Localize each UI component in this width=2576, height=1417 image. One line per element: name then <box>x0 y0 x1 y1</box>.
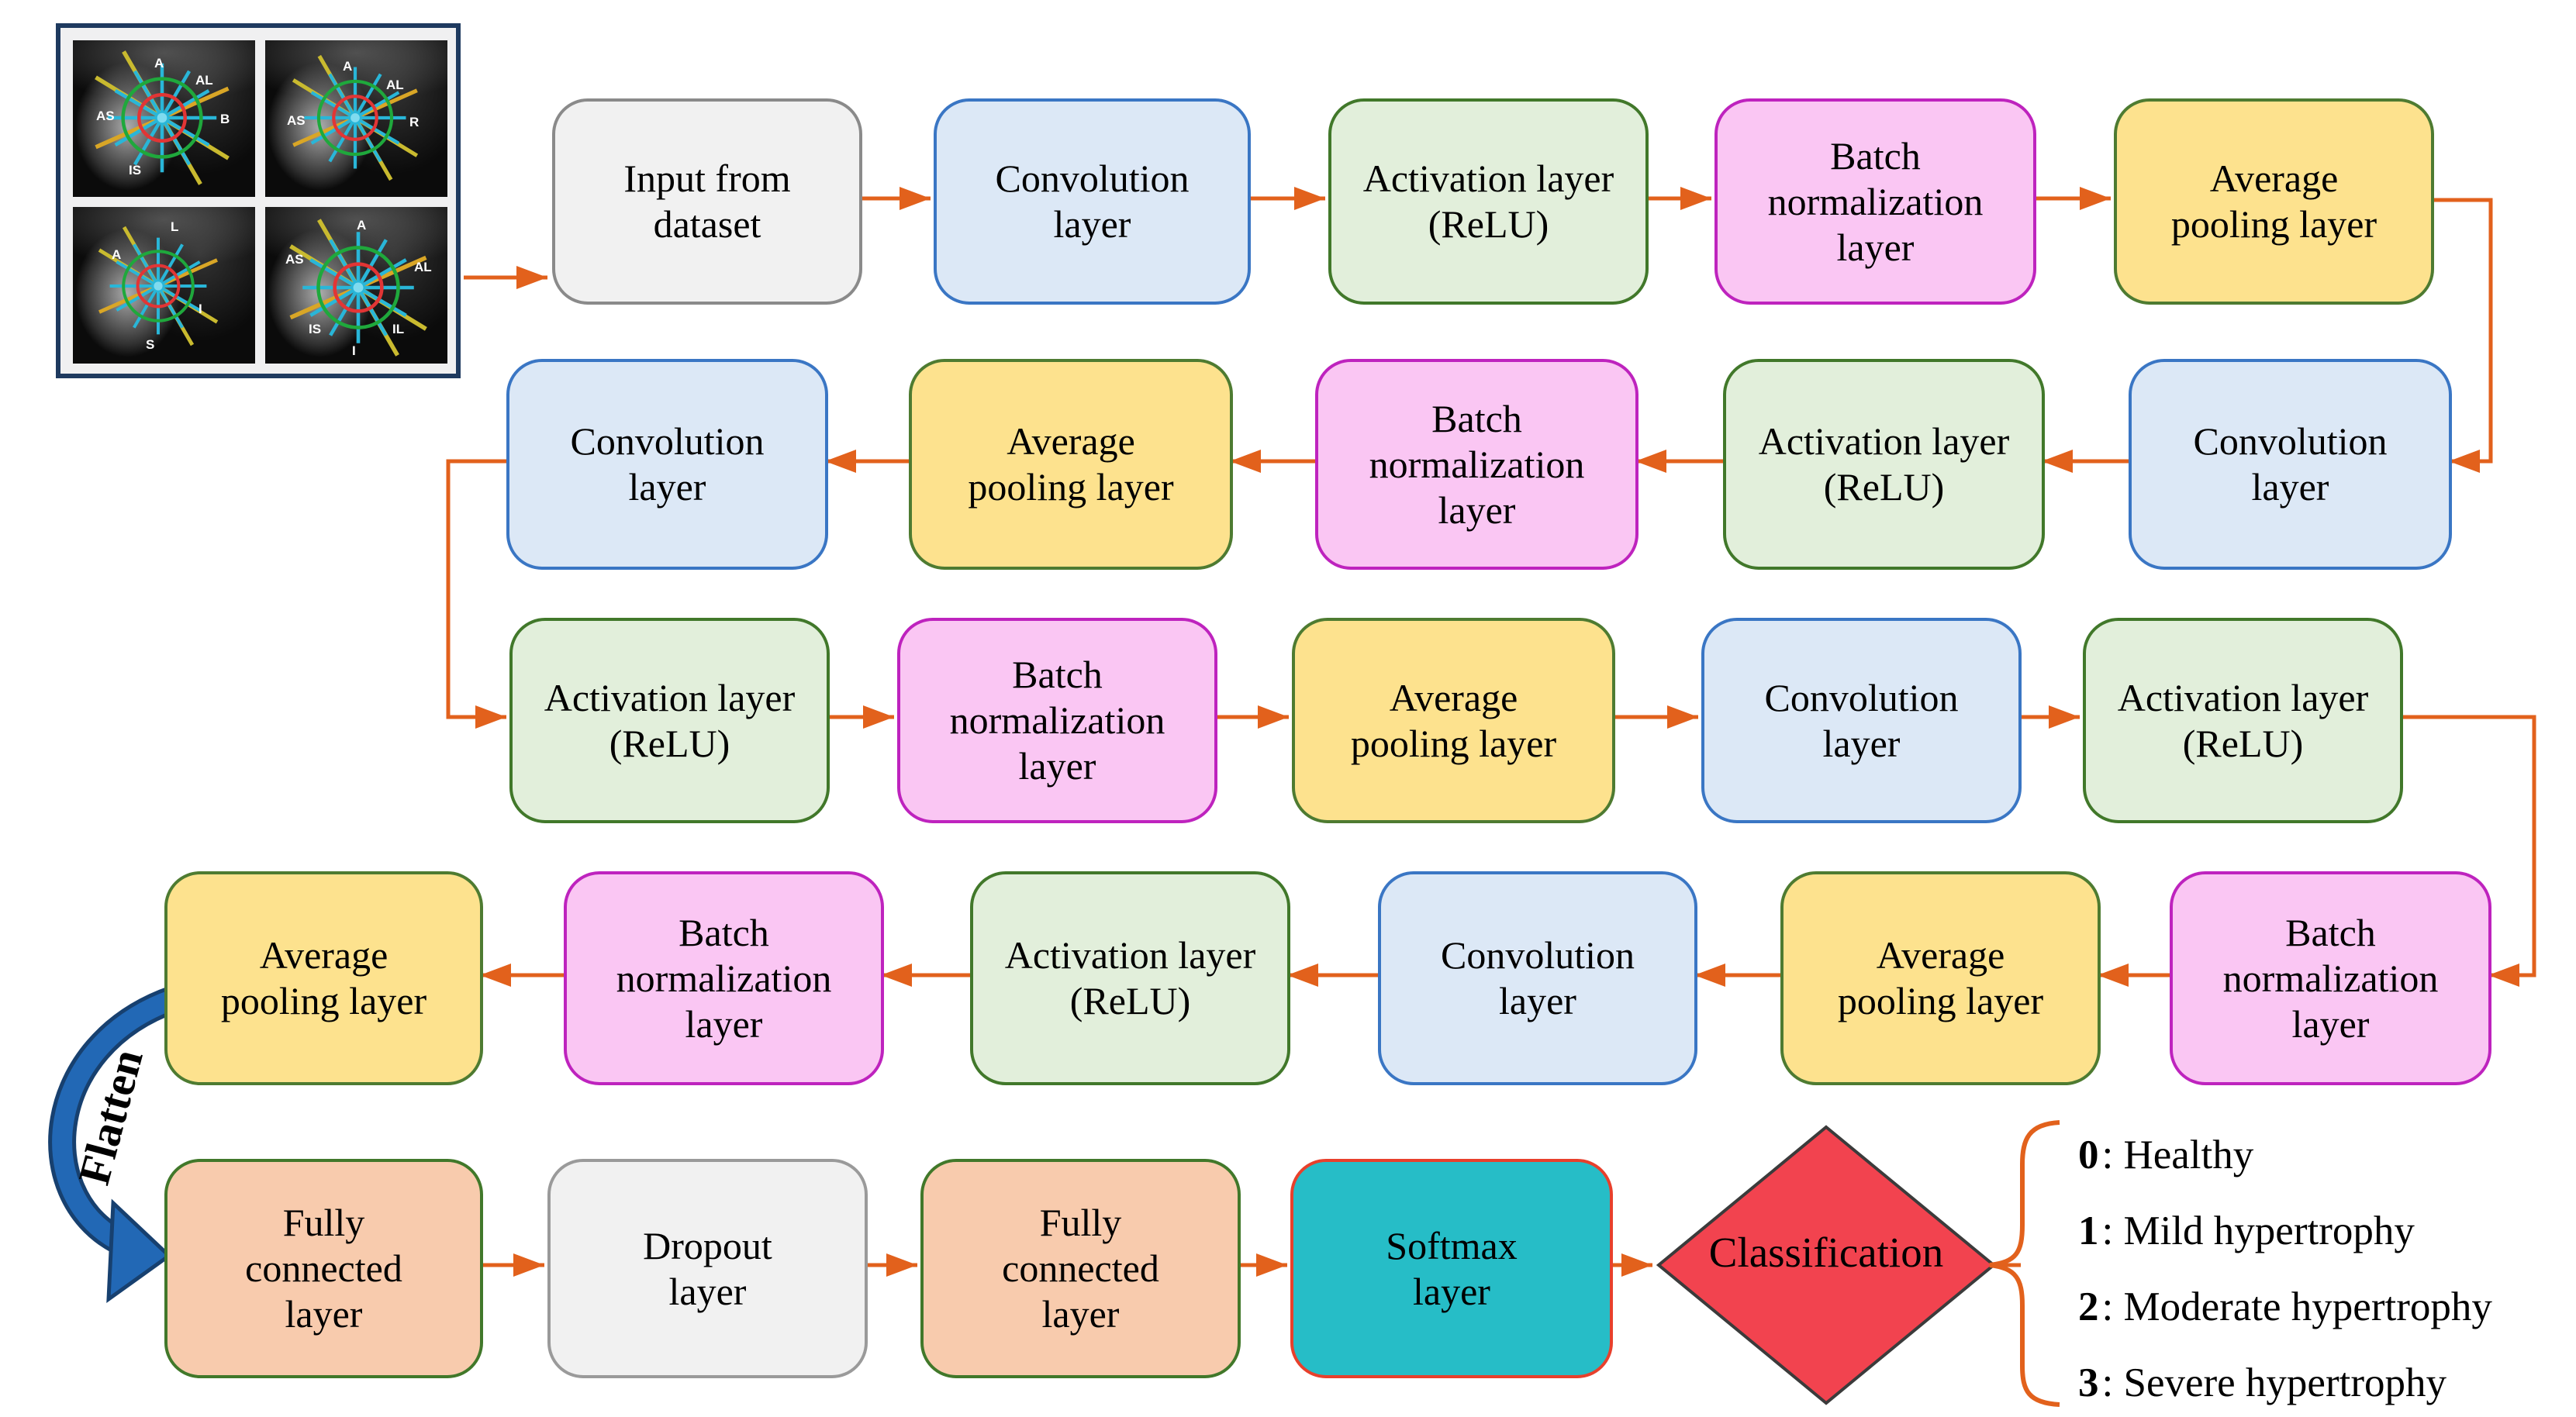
legend-key: 2 <box>2078 1284 2099 1329</box>
box-activation-relu: Activation layer (ReLU) <box>1328 98 1649 305</box>
mri-label: R <box>409 115 420 129</box>
box-batch-normalization: Batch normalization layer <box>1714 98 2036 305</box>
legend-item-healthy: 0: Healthy <box>2078 1126 2253 1184</box>
box-activation-relu: Activation layer (ReLU) <box>509 618 830 823</box>
box-softmax-layer: Softmax layer <box>1290 1159 1613 1378</box>
input-dataset-images: A AL AS B IS A AL AS R L A I S A AS AL I… <box>56 23 461 378</box>
box-fully-connected: Fully connected layer <box>164 1159 483 1378</box>
mri-label: A <box>154 56 164 71</box>
mri-label: A <box>357 218 367 233</box>
legend-brace <box>1989 1120 2060 1407</box>
mri-label: AL <box>195 73 213 88</box>
mri-label: B <box>220 112 230 126</box>
box-activation-relu: Activation layer (ReLU) <box>970 871 1290 1085</box>
mri-label: A <box>343 59 353 74</box>
box-average-pooling: Average pooling layer <box>164 871 483 1085</box>
mri-image-3: L A I S <box>73 207 255 364</box>
legend-text: : Moderate hypertrophy <box>2101 1284 2492 1329</box>
mri-label: AL <box>386 78 404 92</box>
box-average-pooling: Average pooling layer <box>1292 618 1615 823</box>
box-batch-normalization: Batch normalization layer <box>1315 359 1638 570</box>
legend-key: 0 <box>2078 1132 2099 1177</box>
box-fully-connected: Fully connected layer <box>920 1159 1241 1378</box>
mri-image-4: A AS AL IS IL I <box>265 207 447 364</box>
mri-image-1: A AL AS B IS <box>73 40 255 197</box>
mri-label: AS <box>96 109 115 123</box>
box-activation-relu: Activation layer (ReLU) <box>2083 618 2403 823</box>
box-average-pooling: Average pooling layer <box>2114 98 2434 305</box>
legend-text: : Severe hypertrophy <box>2101 1360 2447 1405</box>
flatten-label: Flatten <box>68 1043 153 1190</box>
box-convolution-layer: Convolution layer <box>934 98 1251 305</box>
box-batch-normalization: Batch normalization layer <box>564 871 884 1085</box>
box-convolution-layer: Convolution layer <box>1701 618 2022 823</box>
box-input-from-dataset: Input from dataset <box>552 98 862 305</box>
mri-label: IS <box>309 322 322 336</box>
mri-label: L <box>171 219 179 234</box>
mri-label: AS <box>285 252 304 267</box>
mri-label: I <box>199 302 202 316</box>
mri-label: IL <box>392 322 405 336</box>
mri-label: IS <box>129 163 142 178</box>
box-convolution-layer: Convolution layer <box>506 359 828 570</box>
classification-label: Classification <box>1708 1229 1944 1276</box>
mri-image-2: A AL AS R <box>265 40 447 197</box>
box-average-pooling: Average pooling layer <box>909 359 1233 570</box>
box-convolution-layer: Convolution layer <box>1378 871 1697 1085</box>
legend-text: : Healthy <box>2101 1132 2254 1177</box>
box-convolution-layer: Convolution layer <box>2129 359 2452 570</box>
legend-item-moderate: 2: Moderate hypertrophy <box>2078 1278 2492 1336</box>
box-activation-relu: Activation layer (ReLU) <box>1723 359 2045 570</box>
legend-key: 1 <box>2078 1208 2099 1253</box>
legend-key: 3 <box>2078 1360 2099 1405</box>
box-dropout-layer: Dropout layer <box>547 1159 868 1378</box>
mri-label: AS <box>287 113 306 128</box>
legend-text: : Mild hypertrophy <box>2101 1208 2415 1253</box>
mri-label: A <box>112 247 122 262</box>
mri-label: S <box>146 337 155 352</box>
legend-item-severe: 3: Severe hypertrophy <box>2078 1354 2447 1412</box>
box-average-pooling: Average pooling layer <box>1780 871 2101 1085</box>
legend-item-mild: 1: Mild hypertrophy <box>2078 1202 2415 1260</box>
box-batch-normalization: Batch normalization layer <box>2170 871 2491 1085</box>
mri-label: AL <box>414 260 432 274</box>
mri-label: I <box>352 343 356 358</box>
box-batch-normalization: Batch normalization layer <box>897 618 1217 823</box>
